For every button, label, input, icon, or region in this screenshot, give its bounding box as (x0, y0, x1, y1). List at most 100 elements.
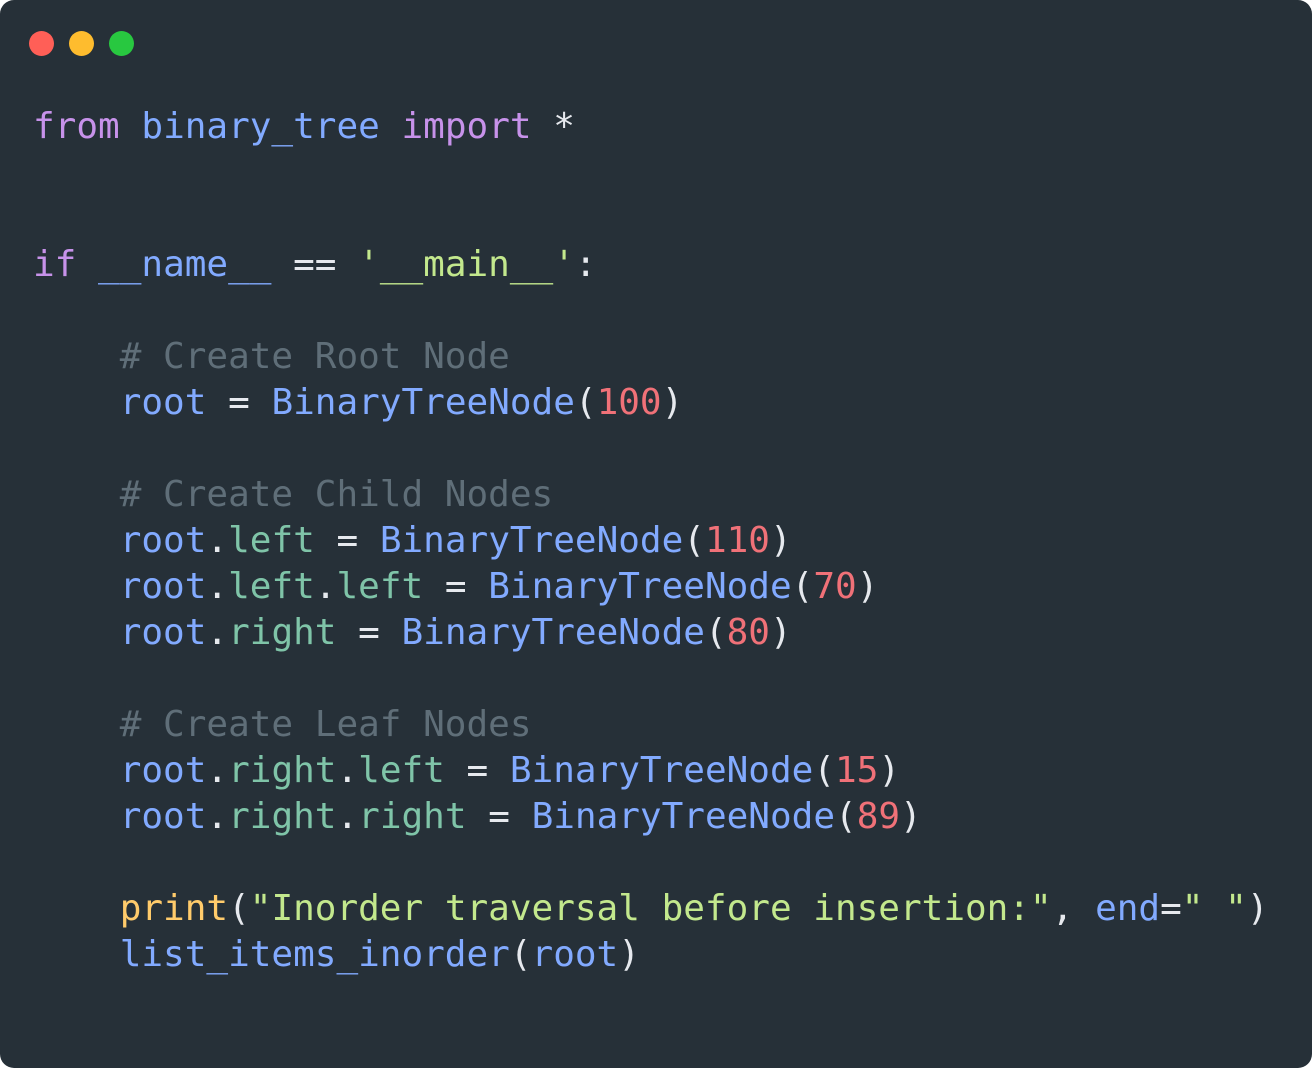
code-token-plain: ( (574, 382, 597, 423)
code-token-attribute: right (358, 796, 467, 837)
code-token-attribute: right (228, 796, 337, 837)
code-token-plain: = (206, 382, 272, 423)
code-token-plain (33, 704, 120, 745)
close-button[interactable] (29, 31, 54, 56)
code-token-plain (33, 336, 120, 377)
code-token-plain: = (444, 750, 510, 791)
maximize-button[interactable] (109, 31, 134, 56)
code-line: # Create Root Node (33, 334, 510, 380)
code-token-plain: . (206, 566, 229, 607)
code-token-plain: = (423, 566, 489, 607)
code-token-plain: ) (769, 520, 792, 561)
code-token-identifier: list_items_inorder (119, 934, 510, 975)
code-token-attribute: left (228, 566, 315, 607)
code-token-plain: = (466, 796, 532, 837)
code-token-plain: ( (835, 796, 857, 837)
code-token-plain (33, 888, 120, 929)
code-token-plain: ) (769, 612, 792, 653)
code-token-builtin: print (119, 888, 229, 929)
code-token-identifier: BinaryTreeNode (401, 612, 705, 653)
code-token-plain: = (336, 612, 402, 653)
code-token-attribute: left (336, 566, 424, 607)
code-token-attribute: right (228, 612, 337, 653)
code-token-identifier: root (119, 382, 207, 423)
code-token-attribute: right (228, 750, 337, 791)
code-token-plain (33, 750, 120, 791)
code-token-identifier: root (119, 566, 207, 607)
code-token-attribute: left (228, 520, 315, 561)
code-token-string: "Inorder traversal before insertion:" (249, 888, 1052, 929)
code-token-plain (33, 566, 120, 607)
window-controls (29, 31, 134, 56)
code-token-plain: = (314, 520, 380, 561)
code-token-plain (33, 934, 120, 975)
code-token-plain: . (206, 750, 229, 791)
code-token-comment: # Create Leaf Nodes (119, 704, 532, 745)
code-token-plain: . (314, 566, 337, 607)
code-token-plain: ) (878, 750, 901, 791)
code-token-identifier: root (119, 750, 207, 791)
code-line: print("Inorder traversal before insertio… (33, 886, 1269, 932)
code-line: root.left = BinaryTreeNode(110) (33, 518, 792, 564)
code-line: if __name__ == '__main__': (33, 242, 597, 288)
code-token-plain: . (336, 750, 359, 791)
code-token-plain: ( (509, 934, 532, 975)
code-token-identifier: root (531, 934, 619, 975)
code-token-keyword: if (33, 244, 77, 285)
code-token-plain: ) (661, 382, 684, 423)
code-token-plain: . (206, 612, 229, 653)
code-token-identifier: BinaryTreeNode (379, 520, 684, 561)
code-line: # Create Leaf Nodes (33, 702, 532, 748)
code-token-number: 70 (813, 566, 857, 607)
code-token-plain: ( (228, 888, 250, 929)
code-token-plain: : (574, 244, 597, 285)
code-token-attribute: left (358, 750, 445, 791)
code-token-identifier: BinaryTreeNode (271, 382, 575, 423)
code-token-comment: # Create Child Nodes (119, 474, 554, 515)
code-line: root.left.left = BinaryTreeNode(70) (33, 564, 879, 610)
code-token-number: 15 (835, 750, 879, 791)
code-token-plain (33, 612, 120, 653)
code-token-plain: = (1160, 888, 1182, 929)
code-token-plain (33, 382, 120, 423)
code-line: root.right = BinaryTreeNode(80) (33, 610, 792, 656)
code-token-plain (33, 520, 120, 561)
code-token-string: " " (1181, 888, 1247, 929)
code-line: root = BinaryTreeNode(100) (33, 380, 684, 426)
code-token-plain: == (271, 244, 359, 285)
code-token-identifier: binary_tree (141, 106, 380, 147)
code-token-identifier: root (119, 796, 207, 837)
code-line: root.right.left = BinaryTreeNode(15) (33, 748, 900, 794)
code-token-identifier: BinaryTreeNode (488, 566, 792, 607)
code-token-comment: # Create Root Node (119, 336, 510, 377)
code-token-plain (33, 796, 120, 837)
code-token-keyword: from (33, 106, 120, 147)
code-token-plain: ) (856, 566, 879, 607)
code-token-identifier: __name__ (98, 244, 272, 285)
code-token-plain: ( (704, 612, 727, 653)
code-token-identifier: BinaryTreeNode (509, 750, 814, 791)
code-block: from binary_tree import * if __name__ == … (33, 104, 1293, 1004)
code-token-plain: ( (791, 566, 814, 607)
code-token-plain (380, 106, 402, 147)
code-token-identifier: end (1095, 888, 1161, 929)
code-line: # Create Child Nodes (33, 472, 553, 518)
code-token-plain: * (531, 106, 575, 147)
code-token-identifier: BinaryTreeNode (531, 796, 835, 837)
code-line: root.right.right = BinaryTreeNode(89) (33, 794, 922, 840)
code-token-number: 80 (726, 612, 770, 653)
code-token-plain: . (336, 796, 359, 837)
code-token-string: '__main__' (358, 244, 575, 285)
code-token-identifier: root (119, 520, 207, 561)
code-token-plain: ) (900, 796, 922, 837)
code-line: list_items_inorder(root) (33, 932, 640, 978)
code-token-number: 89 (856, 796, 901, 837)
minimize-button[interactable] (69, 31, 94, 56)
code-line: from binary_tree import * (33, 104, 575, 150)
code-token-plain: ( (683, 520, 705, 561)
code-token-number: 110 (704, 520, 770, 561)
code-token-plain: ) (1246, 888, 1269, 929)
code-token-plain: ( (813, 750, 836, 791)
code-token-keyword: import (401, 106, 532, 147)
